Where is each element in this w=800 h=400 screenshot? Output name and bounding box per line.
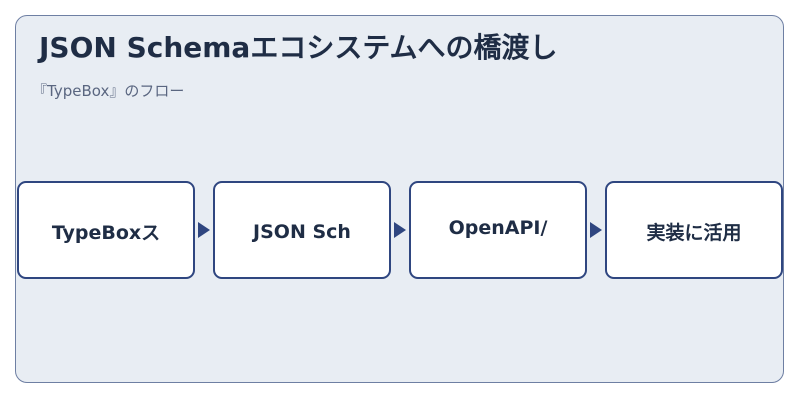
flow-step-openapi: OpenAPI/ — [409, 181, 587, 279]
flow-step-label: 実装に活用 — [646, 221, 742, 244]
flow-step-typebox: TypeBoxス — [17, 181, 195, 279]
flow-arrow-icon — [394, 222, 406, 238]
flow-step-json-schema: JSON Sch — [213, 181, 391, 279]
flow-step-label: JSON Sch — [253, 221, 351, 243]
flow-step-implementation: 実装に活用 — [605, 181, 783, 279]
flow-arrow-icon — [590, 222, 602, 238]
flow-arrow-icon — [198, 222, 210, 238]
flow-step-label: OpenAPI/ — [448, 217, 548, 239]
diagram-subtitle: 『TypeBox』のフロー — [32, 82, 185, 100]
diagram-title: JSON Schemaエコシステムへの橋渡し — [39, 31, 558, 64]
flow-step-label: TypeBoxス — [51, 221, 161, 244]
